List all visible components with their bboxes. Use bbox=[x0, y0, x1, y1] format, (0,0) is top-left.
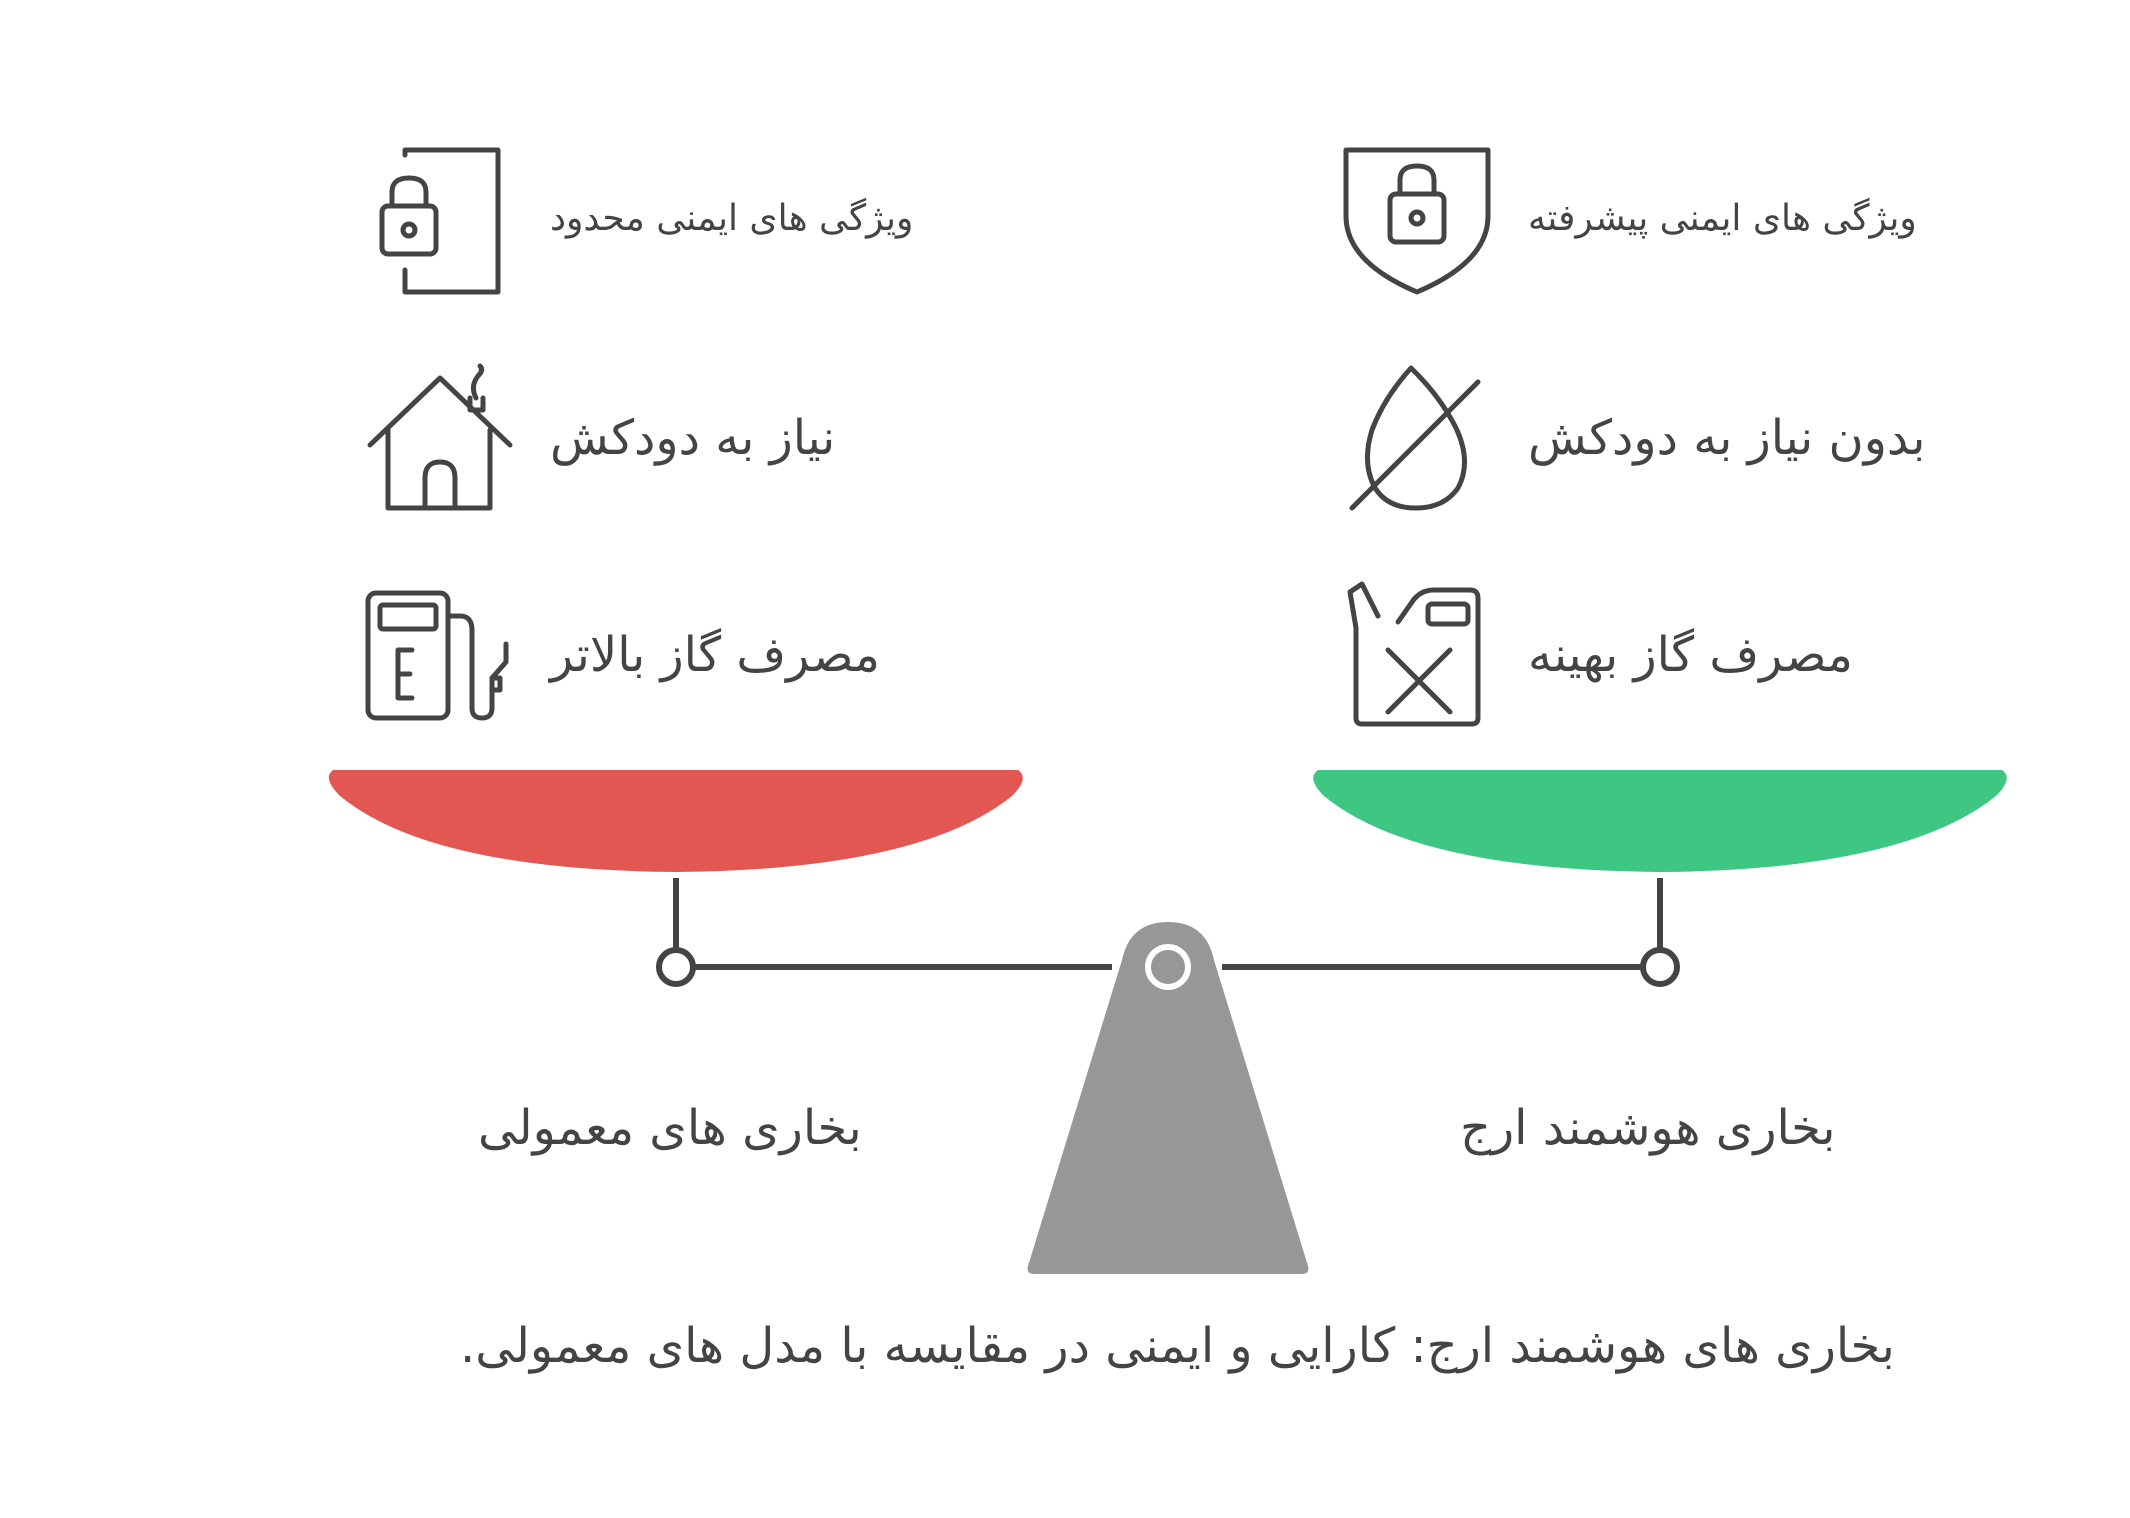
left-beam-joint bbox=[656, 947, 696, 987]
right-feature-3-label: مصرف گاز بهینه bbox=[1528, 627, 1853, 683]
shield-lock-icon bbox=[1343, 147, 1491, 295]
lock-phone-icon bbox=[379, 147, 501, 295]
left-feature-2-label: نیاز به دودکش bbox=[550, 410, 836, 466]
no-smoke-drop-icon bbox=[1349, 365, 1481, 511]
fulcrum-pivot bbox=[1145, 944, 1191, 990]
right-title: بخاری هوشمند ارج bbox=[1460, 1100, 1836, 1156]
left-feature-1-label: ویژگی های ایمنی محدود bbox=[550, 198, 914, 239]
right-pan bbox=[1313, 770, 2007, 872]
right-beam-joint bbox=[1640, 947, 1680, 987]
left-pan bbox=[328, 770, 1023, 872]
caption: بخاری های هوشمند ارج: کارایی و ایمنی در … bbox=[460, 1318, 1895, 1374]
jerrycan-x-icon bbox=[1347, 581, 1481, 727]
left-title: بخاری های معمولی bbox=[478, 1100, 862, 1156]
left-feature-3-label: مصرف گاز بالاتر bbox=[550, 627, 880, 683]
house-chimney-icon bbox=[367, 363, 513, 511]
right-feature-2-label: بدون نیاز به دودکش bbox=[1528, 410, 1926, 466]
fulcrum bbox=[1027, 922, 1309, 1274]
right-feature-1-label: ویژگی های ایمنی پیشرفته bbox=[1528, 198, 1917, 239]
fuel-pump-icon bbox=[365, 590, 509, 721]
